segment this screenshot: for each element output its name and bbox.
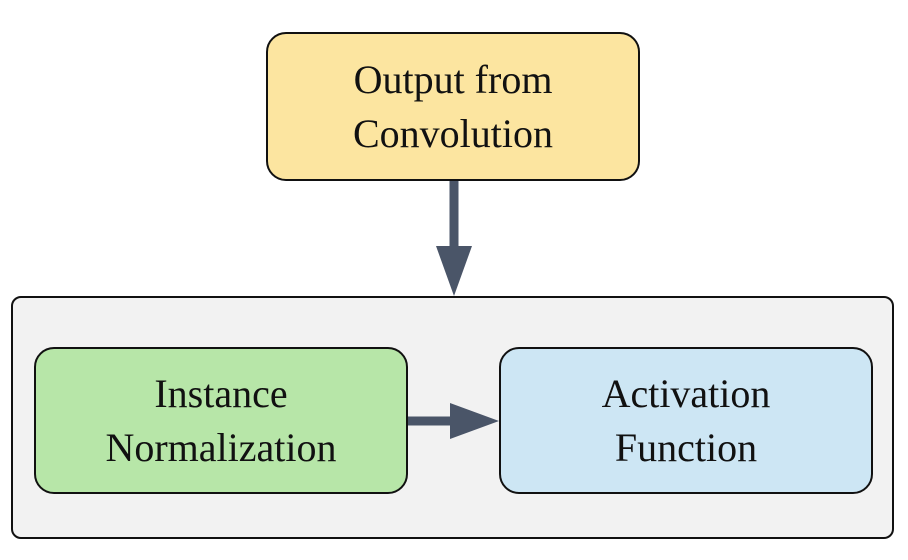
arrow-head-output-to-block xyxy=(436,246,472,296)
arrow-head-norm-to-act xyxy=(450,403,499,439)
output-node-line-2: Convolution xyxy=(352,110,554,156)
act-node-line-2: Function xyxy=(614,424,758,470)
output-node-line-1: Output from xyxy=(353,56,553,102)
instance-normalization-node: Instance Normalization xyxy=(34,347,408,494)
norm-node-line-1: Instance xyxy=(154,370,288,416)
output-from-convolution-node: Output from Convolution xyxy=(266,32,640,181)
norm-node-line-2: Normalization xyxy=(105,424,337,470)
act-node-line-1: Activation xyxy=(601,370,771,416)
activation-function-node: Activation Function xyxy=(499,347,873,494)
